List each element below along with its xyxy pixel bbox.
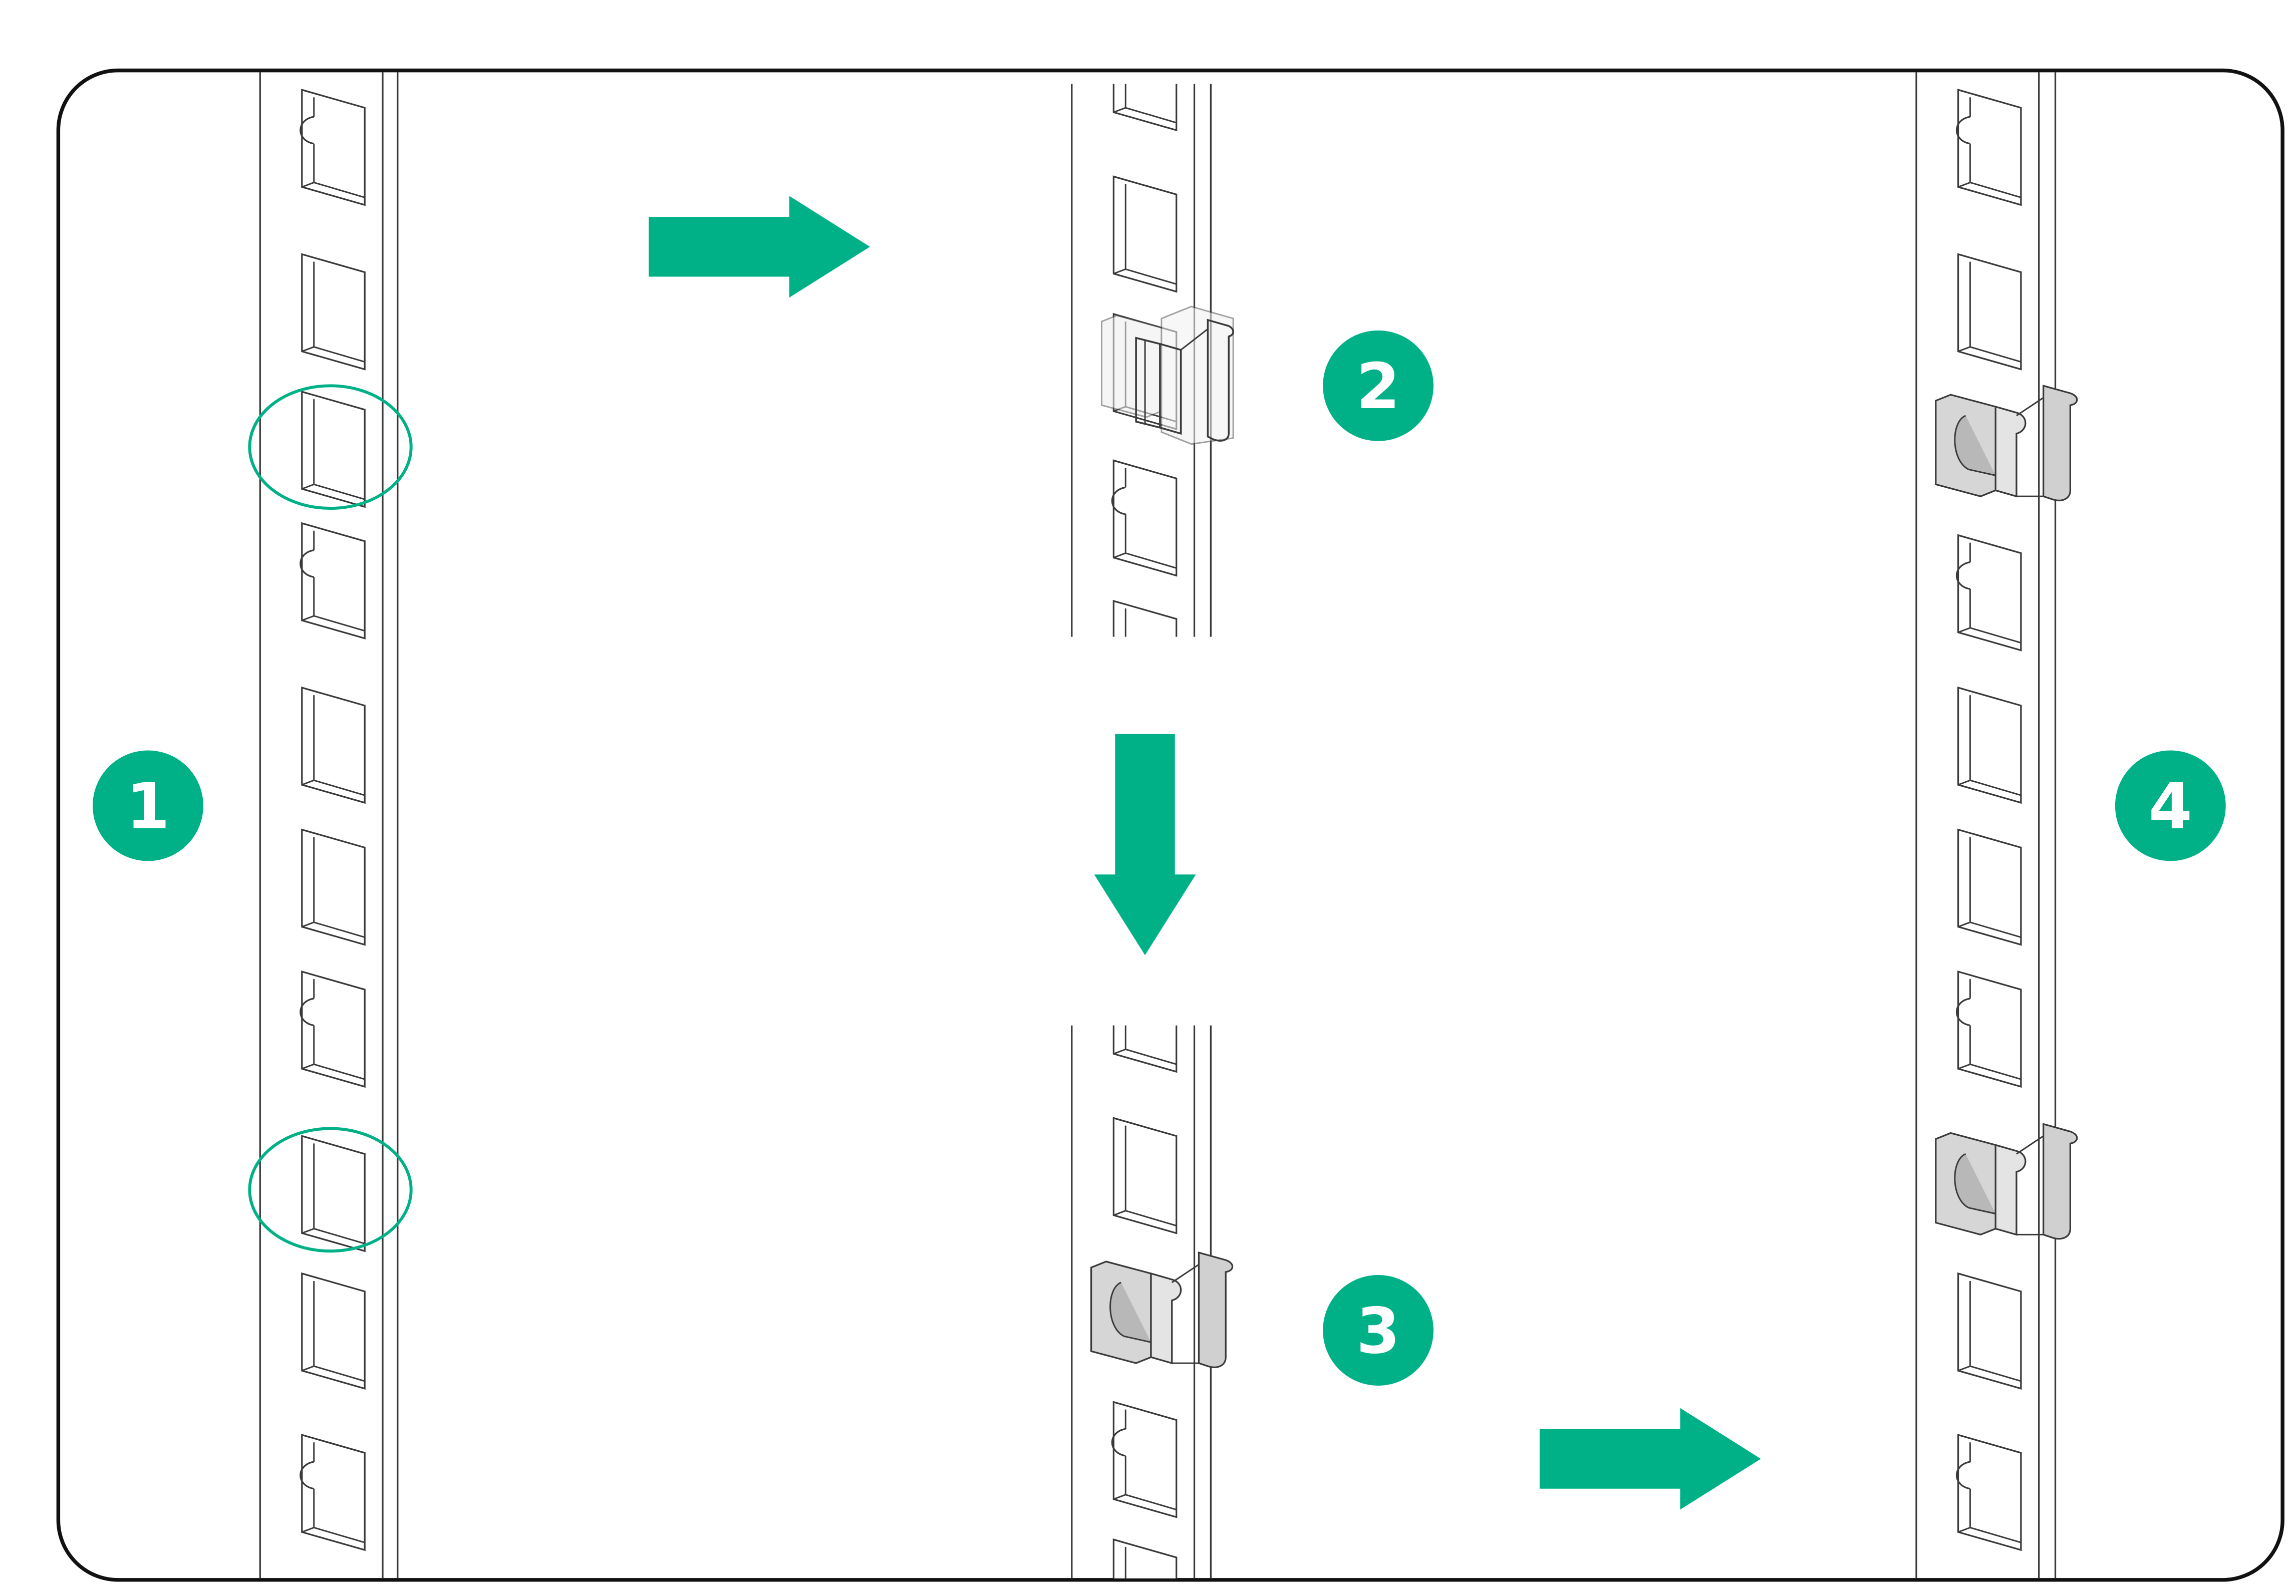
cage-nut-icon xyxy=(1135,318,1234,442)
rack-rail-1 xyxy=(248,72,413,1578)
step-label: 2 xyxy=(1356,350,1400,423)
arrow-icon xyxy=(1539,1408,1761,1510)
step-badge-2: 2 xyxy=(1323,330,1434,441)
step-badge-4: 4 xyxy=(2115,750,2226,861)
rack-rail-3 xyxy=(1071,1025,1234,1578)
rack-rail-4 xyxy=(1915,72,2078,1578)
rack-rail-2 xyxy=(1071,84,1234,637)
step-badge-1: 1 xyxy=(93,750,203,861)
highlight-circle-icon xyxy=(248,384,413,510)
step-badge-3: 3 xyxy=(1323,1275,1434,1386)
step-label: 4 xyxy=(2149,770,2192,843)
step-label: 1 xyxy=(126,770,170,843)
arrow-icon xyxy=(1094,734,1196,955)
step-label: 3 xyxy=(1356,1295,1400,1368)
highlight-circle-icon xyxy=(248,1127,413,1253)
arrow-icon xyxy=(649,196,870,298)
